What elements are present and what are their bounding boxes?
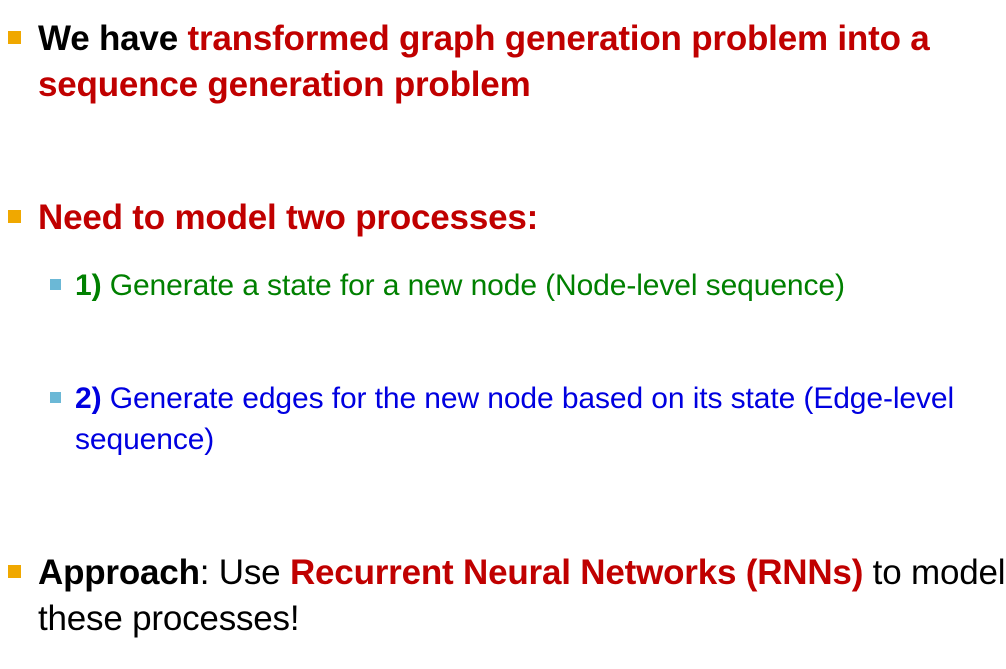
run-process-2-number: 2) [75, 382, 102, 415]
orange-square-bullet-icon [8, 565, 21, 578]
run-we-have: We have [38, 19, 188, 58]
bullet-approach: Approach: Use Recurrent Neural Networks … [8, 550, 1006, 642]
run-process-1-body: Generate a state for a new node (Node-le… [101, 269, 845, 302]
bullet-need-to-model-text: Need to model two processes: [38, 195, 538, 241]
run-process-2-body: Generate edges for the new node based on… [75, 382, 955, 456]
bullet-process-1-text: 1) Generate a state for a new node (Node… [75, 265, 845, 306]
bullet-transformed: We have transformed graph generation pro… [8, 16, 1006, 108]
run-approach-use: : Use [199, 553, 290, 592]
bullet-process-1: 1) Generate a state for a new node (Node… [50, 265, 1006, 306]
bullet-process-2-text: 2) Generate edges for the new node based… [75, 378, 1006, 460]
run-need-to-model: Need to model two processes: [38, 198, 539, 237]
run-approach-label: Approach [38, 553, 200, 592]
bullet-need-to-model: Need to model two processes: [8, 195, 1006, 241]
blue-square-bullet-icon [50, 392, 61, 403]
orange-square-bullet-icon [8, 210, 21, 223]
bullet-process-2: 2) Generate edges for the new node based… [50, 378, 1006, 460]
orange-square-bullet-icon [8, 31, 21, 44]
bullet-transformed-text: We have transformed graph generation pro… [38, 16, 1006, 108]
blue-square-bullet-icon [50, 279, 61, 290]
bullet-approach-text: Approach: Use Recurrent Neural Networks … [38, 550, 1006, 642]
run-process-1-number: 1) [75, 269, 102, 302]
run-approach-rnn-highlight: Recurrent Neural Networks (RNNs) [289, 553, 864, 592]
run-transformed-highlight: transformed graph generation problem int… [38, 19, 930, 104]
run-approach-tail: to model these processes! [38, 553, 1006, 638]
